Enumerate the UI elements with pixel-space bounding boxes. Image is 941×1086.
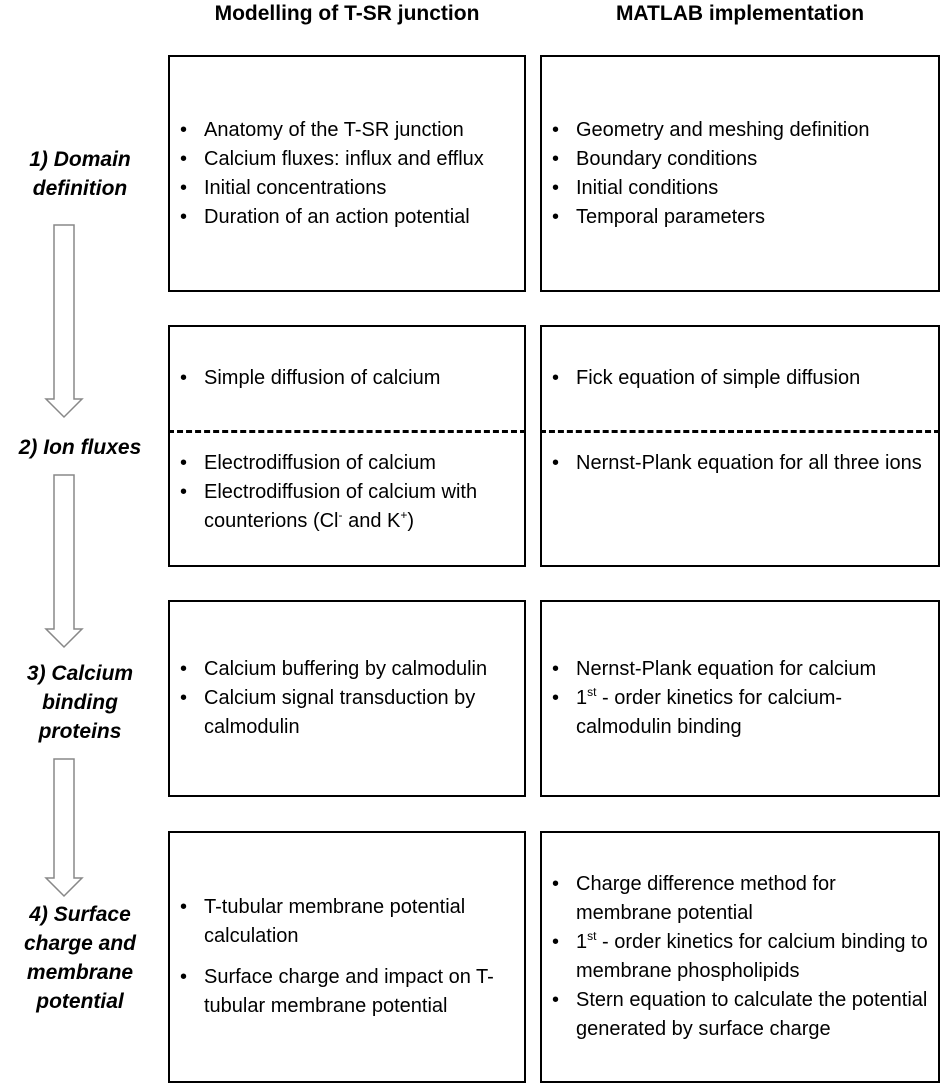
dashed-divider [168,430,526,433]
list-item: Calcium buffering by calmodulin [170,655,514,684]
list-item: 1st - order kinetics for calcium-calmodu… [542,684,928,742]
stage-label-surface-charge: 4) Surface charge and membrane potential [23,903,137,1013]
modelling-box-ion-fluxes: Simple diffusion of calcium Electrodiffu… [168,325,526,567]
list-item: Fick equation of simple diffusion [542,364,928,393]
list-item: Surface charge and impact on T-tubular m… [170,963,514,1021]
list-item: Temporal parameters [542,203,928,232]
matlab-box-surface-charge: Charge difference method for membrane po… [540,831,940,1083]
list-item: Simple diffusion of calcium [170,364,514,393]
list-item: Duration of an action potential [170,203,514,232]
list-item: Calcium signal transduction by calmoduli… [170,684,514,742]
list-item: Charge difference method for membrane po… [542,870,928,928]
dashed-divider [540,430,940,433]
section-nernst-plank: Nernst-Plank equation for all three ions [542,433,938,478]
list-item: Geometry and meshing definition [542,116,928,145]
section-fick: Fick equation of simple diffusion [542,327,938,430]
list-item: Initial concentrations [170,174,514,203]
stage-label-ion-fluxes: 2) Ion fluxes [18,436,142,459]
stage-label-calcium-binding-proteins: 3) Calcium binding proteins [26,662,134,743]
list-item: Anatomy of the T-SR junction [170,116,514,145]
list-item: Stern equation to calculate the potentia… [542,986,928,1044]
list-item: Electrodiffusion of calcium [170,449,514,478]
matlab-box-ion-fluxes: Fick equation of simple diffusion Nernst… [540,325,940,567]
flow-arrow-down-icon [44,474,84,649]
list-item: Nernst-Plank equation for all three ions [542,449,928,478]
flow-arrow-down-icon [44,224,84,419]
list-item: Boundary conditions [542,145,928,174]
modelling-box-surface-charge: T-tubular membrane potential calculation… [168,831,526,1083]
column-header-modelling: Modelling of T-SR junction [214,2,480,25]
modelling-box-domain-definition: Anatomy of the T-SR junction Calcium flu… [168,55,526,292]
modelling-box-calcium-binding: Calcium buffering by calmodulin Calcium … [168,600,526,797]
stage-label-domain-definition: 1) Domain definition [29,148,131,200]
list-item: T-tubular membrane potential calculation [170,893,514,951]
section-simple-diffusion: Simple diffusion of calcium [170,327,524,430]
matlab-box-calcium-binding: Nernst-Plank equation for calcium 1st - … [540,600,940,797]
flow-arrow-down-icon [44,758,84,898]
matlab-box-domain-definition: Geometry and meshing definition Boundary… [540,55,940,292]
column-header-matlab: MATLAB implementation [615,2,865,25]
list-item: Initial conditions [542,174,928,203]
list-item: Calcium fluxes: influx and efflux [170,145,514,174]
list-item: Electrodiffusion of calcium with counter… [170,478,514,536]
list-item: 1st - order kinetics for calcium binding… [542,928,928,986]
section-electrodiffusion: Electrodiffusion of calcium Electrodiffu… [170,433,524,536]
list-item: Nernst-Plank equation for calcium [542,655,928,684]
